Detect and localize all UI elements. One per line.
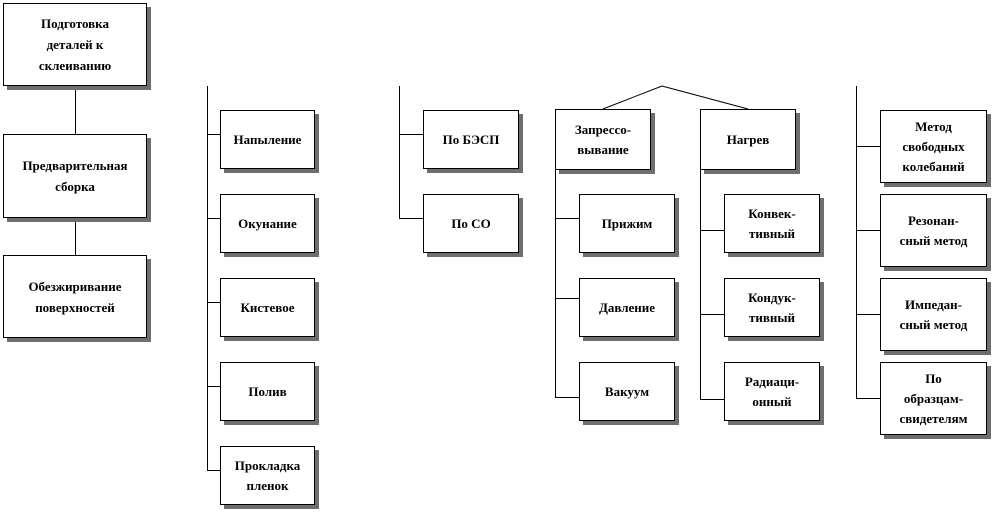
col6-branch-3 xyxy=(856,314,880,315)
pressing-vacuum: Вакуум xyxy=(579,362,675,421)
connector-col1-1 xyxy=(75,86,76,134)
step-prepare-parts: Подготовка деталей к склеиванию xyxy=(3,3,147,86)
method-brush: Кистевое xyxy=(220,278,315,337)
col2-branch-1 xyxy=(207,134,220,135)
col5-branch-3 xyxy=(700,399,724,400)
method-dipping: Окунание xyxy=(220,194,315,253)
col4-branch-2 xyxy=(555,298,579,299)
control-witness-samples: По образцам- свидетелям xyxy=(880,362,987,435)
col2-spine xyxy=(207,86,208,471)
step-preassembly: Предварительная сборка xyxy=(3,134,147,218)
check-so: По СО xyxy=(423,194,519,253)
col2-branch-3 xyxy=(207,302,220,303)
col4-branch-3 xyxy=(555,397,579,398)
col6-branch-2 xyxy=(856,230,880,231)
col3-branch-1 xyxy=(399,134,423,135)
col3-branch-2 xyxy=(399,218,423,219)
col5-spine xyxy=(700,170,701,400)
connector-col1-2 xyxy=(75,218,76,255)
pressing-clamp: Прижим xyxy=(579,194,675,253)
method-spraying: Напыление xyxy=(220,110,315,169)
col6-spine xyxy=(856,86,857,399)
heating-radiation: Радиаци- онный xyxy=(724,362,820,421)
col2-branch-5 xyxy=(207,470,220,471)
col6-branch-1 xyxy=(856,146,880,147)
control-resonance: Резонан- сный метод xyxy=(880,194,987,267)
col5-branch-2 xyxy=(700,314,724,315)
check-besp: По БЭСП xyxy=(423,110,519,169)
control-impedance: Импедан- сный метод xyxy=(880,278,987,351)
control-free-vibration: Метод свободных колебаний xyxy=(880,110,987,183)
heating-conductive: Кондук- тивный xyxy=(724,278,820,337)
col4-branch-1 xyxy=(555,218,579,219)
col4-spine xyxy=(555,170,556,398)
pressing-header: Запрессо- вывание xyxy=(555,109,651,170)
col6-branch-4 xyxy=(856,398,880,399)
col2-branch-4 xyxy=(207,386,220,387)
heating-header: Нагрев xyxy=(700,109,796,170)
col5-branch-1 xyxy=(700,230,724,231)
col2-branch-2 xyxy=(207,218,220,219)
pressing-pressure: Давление xyxy=(579,278,675,337)
heating-convective: Конвек- тивный xyxy=(724,194,820,253)
col3-spine xyxy=(399,86,400,218)
method-pouring: Полив xyxy=(220,362,315,421)
method-film-laying: Прокладка пленок xyxy=(220,446,315,505)
step-degreasing: Обезжиривание поверхностей xyxy=(3,255,147,338)
